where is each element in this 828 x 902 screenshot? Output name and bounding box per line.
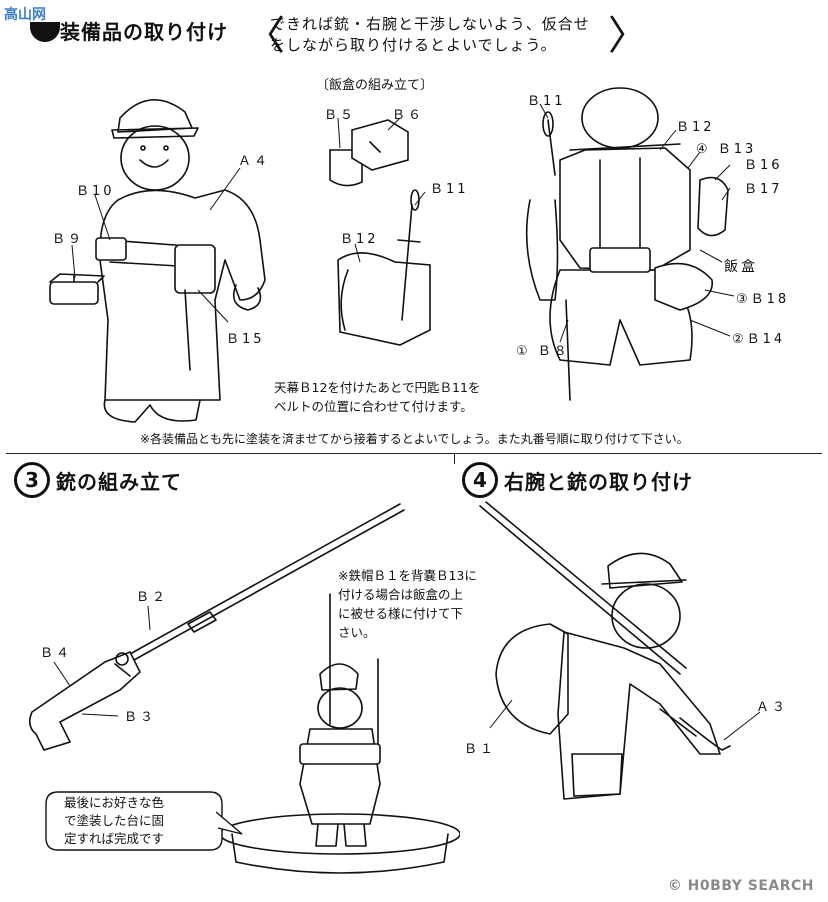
section4-illustrations	[479, 501, 761, 800]
label-hango: 飯盒	[724, 259, 758, 275]
bubble-line3: 定すれば完成です	[64, 831, 165, 846]
label-b11-pack: Ｂ11	[430, 182, 469, 197]
section4-title: 右腕と銃の取り付け	[504, 469, 693, 494]
tent-shovel-note-line1: 天幕Ｂ12を付けたあとで円匙Ｂ11を	[274, 380, 481, 395]
label-b6: Ｂ６	[392, 108, 425, 123]
label-b8: ① Ｂ８	[516, 344, 570, 359]
leader-lines-section3	[53, 605, 151, 717]
section2-number-badge	[30, 22, 60, 42]
section2-illustrations	[49, 87, 735, 423]
label-b5: Ｂ５	[324, 108, 357, 123]
soldier-figure-back	[525, 87, 729, 401]
leader-lines-section4	[489, 699, 761, 741]
label-b15: Ｂ15	[226, 332, 265, 347]
section2-note-bracket-right: 〉	[608, 13, 648, 59]
label-b1: Ｂ１	[464, 742, 497, 757]
section3-illustrations	[28, 503, 460, 874]
section-divider-vertical	[454, 454, 455, 464]
label-b14: ②Ｂ14	[732, 332, 786, 347]
label-b12-pack: Ｂ12	[340, 232, 379, 247]
soldier-with-rifle	[479, 501, 731, 800]
section3-heading: 3 銃の組み立て	[14, 462, 182, 498]
label-b2: Ｂ２	[136, 590, 169, 605]
label-a3: Ａ３	[756, 700, 789, 715]
section2-footnote: ※各装備品とも先に塗装を済ませてから接着するとよいでしょう。また丸番号順に取り付…	[140, 432, 689, 446]
hango-subtitle: 〔飯盒の組み立て〕	[316, 78, 434, 93]
mess-tin-b9	[49, 273, 105, 305]
helmet-note-line3: に被せる様に付けて下	[338, 606, 464, 621]
speech-bubble-shape	[45, 791, 223, 851]
section2-note-line1: できれば銃・右腕と干渉しないよう、仮合せ	[270, 15, 590, 33]
section4-heading: 4 右腕と銃の取り付け	[462, 462, 693, 498]
label-b11-back: Ｂ11	[527, 94, 566, 109]
top-watermark: 高山网	[4, 7, 46, 23]
pack-with-shovel	[337, 189, 431, 346]
section2-note: できれば銃・右腕と干渉しないよう、仮合せ をしながら取り付けるとよいでしょう。	[270, 14, 590, 56]
label-b9: Ｂ９	[52, 232, 85, 247]
tent-shovel-note-line2: ベルトの位置に合わせて付けます。	[274, 399, 473, 414]
helmet-note: ※鉄帽Ｂ１を背嚢Ｂ13に 付ける場合は飯盒の上 に被せる様に付けて下 さい。	[338, 566, 477, 642]
label-b4: Ｂ４	[40, 646, 73, 661]
label-a4: Ａ４	[238, 154, 271, 169]
section-divider-horizontal	[6, 453, 822, 454]
section4-number: 4	[462, 462, 498, 498]
speech-bubble-tail	[216, 811, 243, 835]
hango-parts	[329, 119, 409, 187]
bubble-line2: で塗装した台に固	[64, 813, 165, 828]
helmet-note-line1: ※鉄帽Ｂ１を背嚢Ｂ13に	[338, 568, 477, 583]
rifle-drawing	[28, 503, 405, 751]
section2-title: 装備品の取り付け	[60, 20, 228, 44]
label-b18: ③Ｂ18	[736, 292, 790, 307]
label-b3: Ｂ３	[124, 710, 157, 725]
tent-shovel-note: 天幕Ｂ12を付けたあとで円匙Ｂ11を ベルトの位置に合わせて付けます。	[274, 378, 480, 416]
label-b17: Ｂ17	[744, 182, 783, 197]
bubble-line1: 最後にお好きな色	[64, 795, 165, 810]
helmet-note-line2: 付ける場合は飯盒の上	[338, 587, 464, 602]
section3-title: 銃の組み立て	[56, 469, 182, 494]
speech-bubble-text: 最後にお好きな色 で塗装した台に固 定すれば完成です	[64, 794, 164, 848]
label-b10: Ｂ10	[76, 184, 115, 199]
hobby-search-watermark: © H0BBY SEARCH	[667, 878, 814, 894]
label-b16: Ｂ16	[744, 158, 783, 173]
section2-note-line2: をしながら取り付けるとよいでしょう。	[270, 36, 557, 54]
label-b12-back: Ｂ12	[676, 120, 715, 135]
helmet-note-line4: さい。	[338, 625, 376, 640]
label-b13: ④ Ｂ13	[696, 142, 757, 157]
leader-lines-section2	[71, 103, 735, 343]
section2-note-bracket-left: 〈	[245, 13, 285, 59]
section3-number: 3	[14, 462, 50, 498]
soldier-figure-left	[95, 99, 266, 423]
